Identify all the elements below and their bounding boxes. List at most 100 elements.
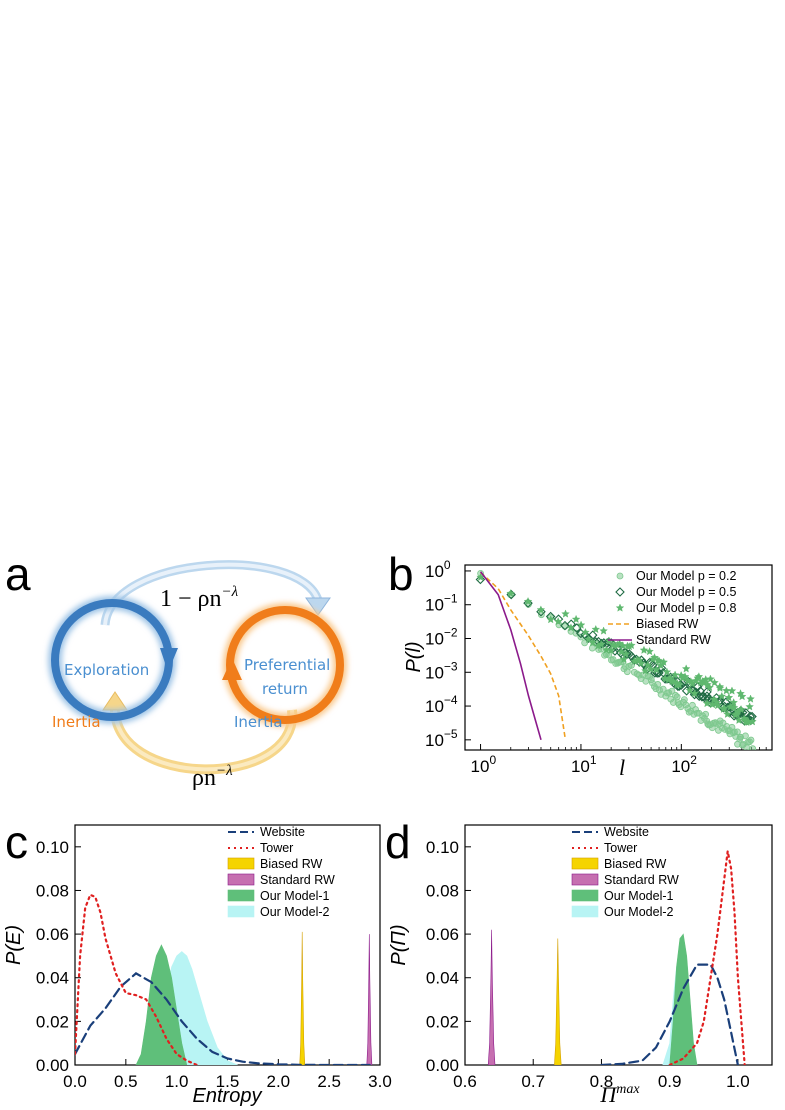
legend-entry: Our Model p = 0.8	[636, 601, 736, 615]
panel-b-xlabel: l	[619, 755, 625, 780]
data-point	[737, 692, 747, 701]
legend-entry: Standard RW	[260, 873, 335, 887]
data-point	[749, 745, 757, 750]
data-point	[536, 607, 546, 617]
panel-d-marks	[487, 850, 746, 1065]
y-tick-label: 0.04	[426, 969, 459, 988]
line-tower	[668, 850, 746, 1065]
x-tick-label: 0.9	[658, 1072, 682, 1091]
data-point	[627, 640, 636, 650]
x-tick-label: 100	[471, 753, 497, 776]
y-tick-label: 10−3	[425, 659, 458, 682]
fill-our-model-1	[669, 933, 698, 1065]
panel-b-marks	[475, 569, 757, 750]
data-point	[605, 651, 613, 659]
legend-swatch	[227, 873, 255, 886]
data-point	[681, 664, 691, 673]
exploration-label: Exploration	[64, 661, 149, 679]
data-point	[581, 639, 589, 647]
data-point	[636, 658, 646, 668]
data-point	[722, 686, 731, 695]
series-line-biased-rw	[480, 571, 567, 740]
panel-c-marks	[75, 893, 373, 1065]
data-point	[553, 617, 563, 626]
data-point	[746, 694, 755, 703]
y-tick-label: 0.08	[36, 881, 69, 900]
data-point	[702, 698, 712, 708]
data-point	[702, 710, 710, 718]
data-point	[662, 667, 672, 676]
data-point	[576, 620, 586, 629]
data-point	[571, 614, 581, 624]
legend-entry: Tower	[260, 841, 293, 855]
data-point	[727, 686, 737, 695]
fill-biased-rw	[554, 938, 562, 1065]
data-point	[723, 709, 732, 718]
data-point	[581, 627, 590, 637]
panel-letter-d: d	[385, 816, 411, 868]
data-point	[599, 626, 608, 635]
inertia-left-label: Inertia	[52, 713, 101, 731]
line-tower	[75, 893, 199, 1065]
data-point	[536, 605, 546, 614]
legend-swatch	[571, 905, 599, 918]
legend-swatch	[227, 889, 255, 902]
panel-c-ylabel: P(E)	[3, 925, 25, 965]
preferential-label-line2: return	[262, 680, 308, 698]
legend-entry: Biased RW	[636, 617, 698, 631]
data-point	[601, 645, 611, 654]
legend-entry: Website	[260, 825, 305, 839]
legend-marker	[615, 603, 625, 612]
line-website	[75, 972, 371, 1065]
data-point	[475, 574, 486, 585]
data-point	[719, 703, 729, 712]
data-point	[705, 683, 714, 692]
legend-entry: Tower	[604, 841, 637, 855]
data-point	[591, 624, 601, 634]
x-tick-label: 1.0	[726, 1072, 750, 1091]
data-point	[710, 678, 719, 687]
bottom-arrow-head	[102, 691, 128, 711]
panel-d-xlabel: Πmax	[599, 1082, 640, 1107]
panel-letter-c: c	[5, 816, 28, 868]
panel-c-xlabel: Entropy	[193, 1085, 263, 1107]
y-tick-label: 0.02	[426, 1012, 459, 1031]
legend-entry: Biased RW	[604, 857, 666, 871]
data-point	[713, 701, 722, 710]
data-point	[742, 732, 749, 740]
data-point	[706, 674, 715, 683]
x-tick-label: 2.0	[267, 1072, 291, 1091]
series-line-standard-rw	[479, 571, 542, 741]
y-tick-label: 0.00	[426, 1056, 459, 1075]
data-point	[715, 683, 725, 692]
data-point	[724, 693, 734, 702]
data-point	[692, 682, 703, 692]
x-tick-label: 102	[671, 753, 697, 776]
bottom-formula: ρn−λ	[192, 763, 233, 791]
legend-entry: Our Model p = 0.5	[636, 585, 736, 599]
panel-d-ylabel: P(Π)	[388, 924, 410, 965]
x-tick-label: 0.7	[521, 1072, 545, 1091]
x-tick-label: 101	[571, 753, 597, 776]
data-point	[659, 685, 667, 693]
x-tick-label: 1.0	[165, 1072, 189, 1091]
legend-marker	[615, 587, 625, 597]
data-point	[606, 646, 616, 655]
data-point	[717, 691, 727, 701]
data-point	[702, 687, 712, 697]
y-tick-label: 0.08	[426, 881, 459, 900]
fill-our-model-1	[135, 944, 188, 1065]
data-point	[619, 654, 629, 664]
data-point	[680, 672, 690, 681]
data-point	[694, 672, 704, 681]
data-point	[690, 689, 699, 698]
